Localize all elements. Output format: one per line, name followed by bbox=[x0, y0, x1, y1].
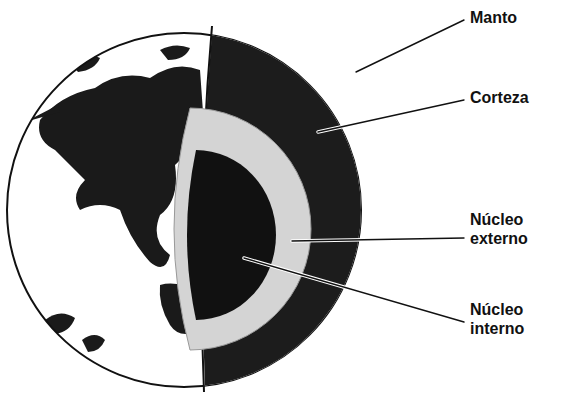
layer-label: Corteza bbox=[468, 88, 531, 107]
layer-label: Manto bbox=[468, 8, 519, 27]
layer-label: Núcleo externo bbox=[468, 210, 544, 248]
inner-core bbox=[187, 150, 276, 320]
layer-label: Núcleo interno bbox=[468, 300, 544, 338]
leader-lines bbox=[244, 20, 464, 322]
outer-core bbox=[174, 108, 311, 350]
